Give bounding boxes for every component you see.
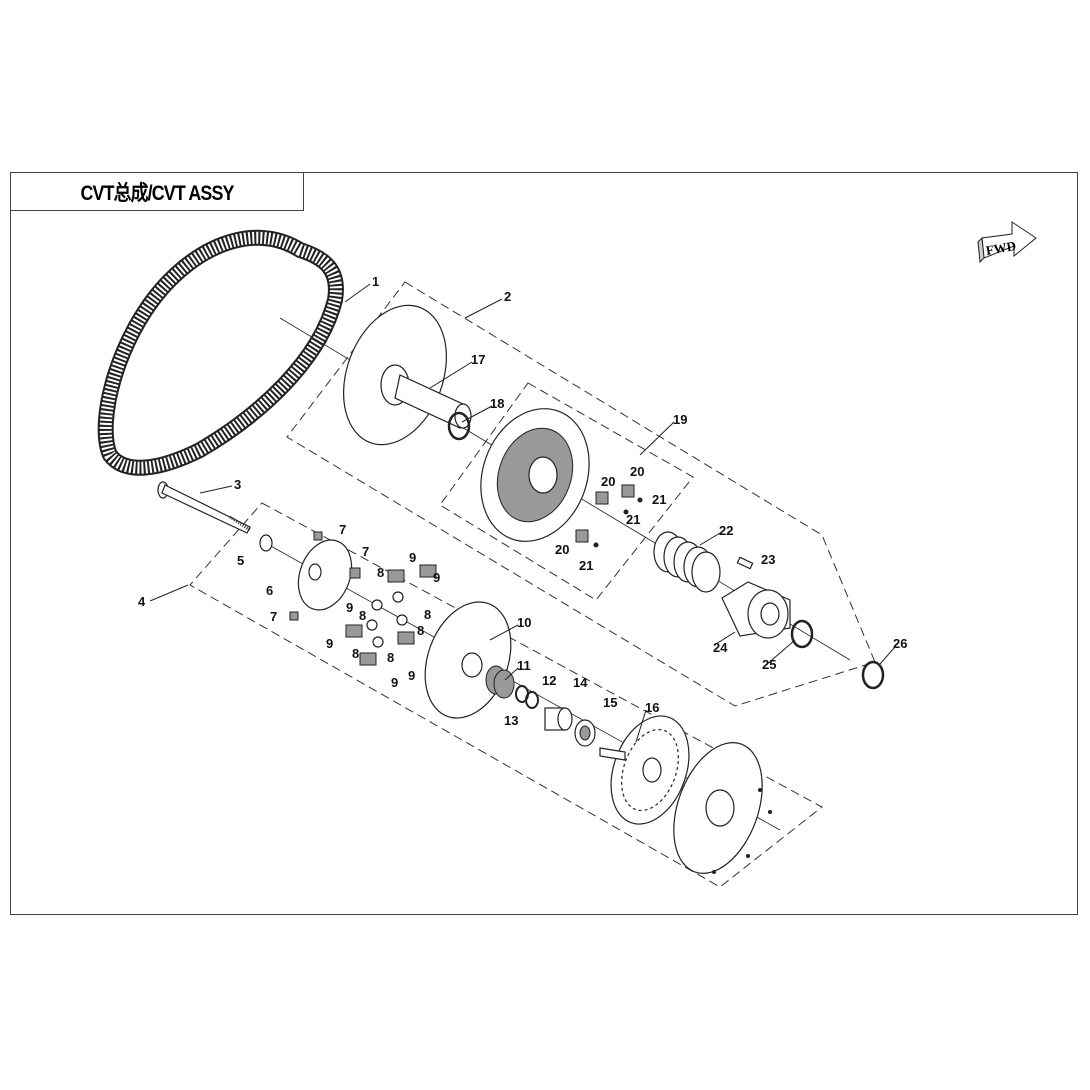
callout-20: 20	[555, 542, 569, 557]
fixed-sheave-17	[343, 304, 472, 446]
callout-18: 18	[490, 396, 504, 411]
callout-24: 24	[713, 640, 728, 655]
callout-19: 19	[673, 412, 687, 427]
callout-21: 21	[579, 558, 593, 573]
callout-21: 21	[652, 492, 666, 507]
callout-23: 23	[761, 552, 775, 567]
callout-20: 20	[601, 474, 615, 489]
callout-6: 6	[266, 583, 273, 598]
spider-6	[297, 539, 353, 611]
callout-8: 8	[424, 607, 431, 622]
spring-11	[485, 665, 515, 699]
callout-3: 3	[234, 477, 241, 492]
o-ring-26	[861, 660, 885, 690]
callout-25: 25	[762, 657, 776, 672]
callout-26: 26	[893, 636, 907, 651]
fwd-label: FWD	[985, 238, 1017, 258]
callout-1: 1	[372, 274, 379, 289]
callout-7: 7	[362, 544, 369, 559]
callout-2: 2	[504, 289, 511, 304]
callout-20: 20	[630, 464, 644, 479]
callout-10: 10	[517, 615, 531, 630]
callout-9: 9	[326, 636, 333, 651]
callout-16: 16	[645, 700, 659, 715]
cam-24	[721, 581, 791, 639]
leader-lines	[149, 283, 896, 743]
moveable-sheave-19	[480, 408, 590, 542]
callout-22: 22	[719, 523, 733, 538]
ring-13	[525, 691, 539, 709]
washer-5	[259, 534, 273, 552]
bushing-14	[544, 707, 573, 731]
page-title: CVT总成/CVT ASSY	[10, 172, 304, 211]
callout-21: 21	[626, 512, 640, 527]
callout-5: 5	[237, 553, 244, 568]
callout-9: 9	[346, 600, 353, 615]
weights-rollers-7-8-9	[289, 531, 437, 666]
bearing-15	[574, 719, 596, 747]
key-23	[736, 556, 754, 570]
callout-14: 14	[573, 675, 588, 690]
fwd-arrow-icon: FWD	[977, 221, 1037, 264]
callout-7: 7	[339, 522, 346, 537]
callout-15: 15	[603, 695, 617, 710]
callout-8: 8	[359, 608, 366, 623]
callout-8: 8	[387, 650, 394, 665]
diagram-frame	[10, 172, 1078, 915]
callout-9: 9	[433, 570, 440, 585]
title-text: CVT总成/CVT ASSY	[80, 181, 234, 205]
callout-8: 8	[377, 565, 384, 580]
callout-11: 11	[517, 658, 531, 673]
callout-4: 4	[138, 594, 146, 609]
callout-9: 9	[409, 550, 416, 565]
callout-labels: 1 2 3 4 5 6 7 7 7 8 8 8 8 8 8 9 9 9 9 9 …	[138, 274, 907, 728]
callout-8: 8	[417, 623, 424, 638]
cover-plate	[673, 742, 772, 874]
callout-8: 8	[352, 646, 359, 661]
fan-16	[599, 715, 690, 825]
callout-9: 9	[391, 675, 398, 690]
group-outline-19	[439, 382, 694, 601]
group-outline-2	[286, 281, 876, 707]
spring-22	[653, 531, 721, 593]
group-outline-4	[189, 502, 823, 888]
callout-9: 9	[408, 668, 415, 683]
slider-parts-20-21	[575, 484, 643, 548]
callout-7: 7	[270, 609, 277, 624]
o-ring-18	[447, 411, 471, 441]
bolt-3	[157, 481, 251, 534]
drive-belt	[97, 229, 344, 476]
snap-ring-25	[790, 619, 814, 649]
callout-12: 12	[542, 673, 556, 688]
callout-17: 17	[471, 352, 485, 367]
callout-13: 13	[504, 713, 518, 728]
